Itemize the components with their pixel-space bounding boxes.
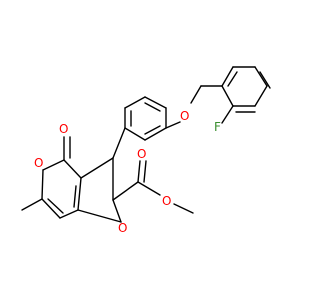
- bond: [165, 121, 181, 129]
- bond: [144, 127, 167, 141]
- bond: [112, 181, 139, 201]
- ether-oxygen-label: O: [180, 109, 189, 123]
- bond: [259, 71, 271, 89]
- bond: [21, 198, 43, 211]
- bond: [41, 198, 61, 219]
- ketone-oxygen-label: O: [59, 122, 68, 136]
- bond: [137, 160, 141, 183]
- bond: [124, 127, 146, 141]
- bond: [41, 169, 44, 200]
- bond: [254, 66, 268, 87]
- furan-ring-oxygen-label: O: [118, 221, 127, 235]
- atom-labels: F O O O O O O: [34, 109, 221, 235]
- bond: [80, 157, 114, 179]
- bond: [144, 102, 161, 112]
- molecule-structure: F O O O O O O: [21, 66, 271, 235]
- bond: [190, 85, 202, 104]
- bonds: [21, 66, 271, 223]
- bond: [254, 85, 268, 107]
- bond: [137, 181, 161, 196]
- bond: [221, 105, 234, 124]
- bond: [221, 66, 234, 87]
- fluorine-label: F: [214, 120, 221, 134]
- bond: [73, 185, 77, 208]
- bond: [144, 96, 167, 109]
- bond: [124, 96, 146, 109]
- ester-carbonyl-oxygen-label: O: [137, 147, 146, 161]
- bond: [221, 85, 234, 107]
- pyran-ring-oxygen-label: O: [34, 156, 43, 170]
- ester-oxygen-label: O: [162, 194, 171, 208]
- bond: [227, 71, 238, 87]
- bond: [77, 209, 122, 223]
- bond: [59, 209, 79, 219]
- structure-canvas: F O O O O O O: [21, 66, 271, 235]
- bond: [77, 177, 82, 211]
- bond: [112, 127, 126, 159]
- bond: [144, 125, 161, 135]
- bond: [63, 159, 82, 179]
- bond: [173, 203, 194, 214]
- bond: [112, 199, 122, 223]
- bond: [143, 160, 147, 183]
- bond: [42, 159, 65, 171]
- bond: [47, 198, 64, 214]
